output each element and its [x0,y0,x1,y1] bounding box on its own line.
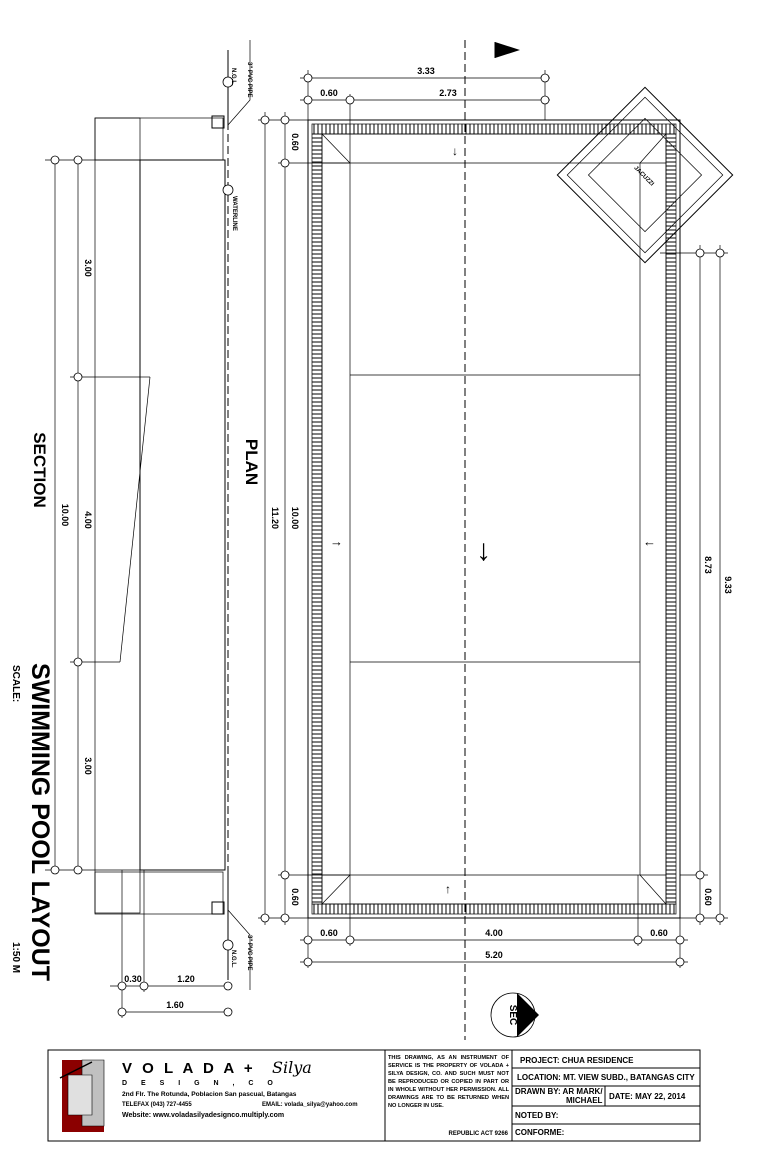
pipe-outlet-top-icon [211,115,225,129]
dim-top-b: 2.73 [439,88,457,98]
ngl-label-bottom: N.G.L. [230,950,236,968]
drawing-title: SWIMMING POOL LAYOUT [26,663,54,981]
dim-section-seg1: 3.00 [83,259,93,277]
firm-script-logo: Silya [272,1058,312,1077]
dim-left-inner: 10.00 [290,507,300,530]
dim-section-b2: 1.20 [177,974,195,984]
slope-arrow-main-icon: ↓ [476,534,491,567]
slope-arrow-left-icon: → [330,534,343,549]
firm-telefax: TELEFAX (043) 727-4455 [122,1102,192,1108]
dim-bottom-total: 5.20 [485,950,503,960]
date: DATE: MAY 22, 2014 [609,1092,686,1101]
dim-section-b1: 0.30 [124,974,142,984]
dim-section-seg3: 3.00 [83,757,93,775]
dim-left-bottom: 0.60 [290,888,300,906]
pool-outer-edge [307,119,681,919]
scale-value: 1:50 M [10,942,21,973]
section-wall-hatch [94,117,141,914]
noted-by: NOTED BY: [515,1111,558,1120]
section-floor-slope [119,376,151,663]
pipe-outlet-bottom-icon [211,901,225,915]
dim-right-bottom: 0.60 [703,888,713,906]
section-dimensions: 10.00 3.00 4.00 3.00 0.30 1.20 1.60 [45,155,233,1018]
section-view: 3" PVC PIPE N.G.L. WATERLINE 3" PVC PIPE… [45,40,252,1018]
firm-address: 2nd Flr. The Rotunda, Poblacion San pasc… [122,1091,297,1098]
slope-arrow-bottom-icon: ↑ [445,882,451,896]
dim-right-b: 9.33 [723,576,733,594]
project-name: PROJECT: CHUA RESIDENCE [520,1056,634,1065]
plan-view: ↓ ↑ → ← ↓ JACUZZI SEC 3.33 0.60 2.73 [258,40,734,1040]
dim-bottom-c: 0.60 [650,928,668,938]
slope-arrow-top-icon: ↓ [452,144,458,158]
location: LOCATION: MT. VIEW SUBD., BATANGAS CITY [517,1073,695,1082]
dim-top-a: 0.60 [320,88,338,98]
dim-section-overall: 10.00 [60,504,70,527]
firm-email: EMAIL: volada_silya@yahoo.com [262,1102,358,1108]
firm-website: Website: www.voladasilyadesignco.multipl… [122,1112,284,1119]
conforme: CONFORME: [515,1128,564,1137]
section-top-deck [94,117,224,161]
waterline-label: WATERLINE [231,196,237,231]
jacuzzi: JACUZZI [556,86,734,264]
dim-section-b3: 1.60 [166,1000,184,1010]
drawn-by: DRAWN BY: AR MARK/ [515,1087,603,1096]
ngl-label-top: N.G.L. [230,68,236,86]
section-marker: SEC [490,992,539,1038]
jacuzzi-label: JACUZZI [633,165,655,187]
dim-bottom-a: 0.60 [320,928,338,938]
pipe-label-top: 3" PVC PIPE [246,62,252,98]
title-block: V O L A D A + Silya D E S I G N , C O 2n… [47,1049,701,1142]
slope-arrow-right-icon: ← [643,534,656,549]
copyright-notice: THIS DRAWING, AS AN INSTRUMENT OF SERVIC… [388,1055,509,1109]
dim-left-outer: 11.20 [270,507,280,529]
section-bottom-deck [94,871,224,915]
section-title: SECTION [30,432,49,508]
dim-section-seg2: 4.00 [83,511,93,529]
section-marker-label: SEC [507,1005,518,1026]
firm-name: V O L A D A + [122,1060,256,1077]
pipe-label-bottom: 3" PVC PIPE [246,935,252,971]
dim-left-top: 0.60 [290,133,300,151]
firm-logo [59,1059,105,1132]
dim-top-total: 3.33 [417,66,435,76]
dim-right-a: 8.73 [703,556,713,574]
scale-label: SCALE: [10,665,21,702]
plan-dimensions: 3.33 0.60 2.73 11.20 10.00 0.60 0.60 0.6… [258,66,733,968]
section-flag-icon [495,42,520,58]
section-pool-cavity [139,159,226,871]
republic-act: REPUBLIC ACT 9266 [449,1131,509,1137]
firm-sub: D E S I G N , C O [122,1080,279,1087]
dim-bottom-b: 4.00 [485,928,503,938]
plan-title: PLAN [242,439,261,485]
drawn-by-2: MICHAEL [566,1096,603,1105]
